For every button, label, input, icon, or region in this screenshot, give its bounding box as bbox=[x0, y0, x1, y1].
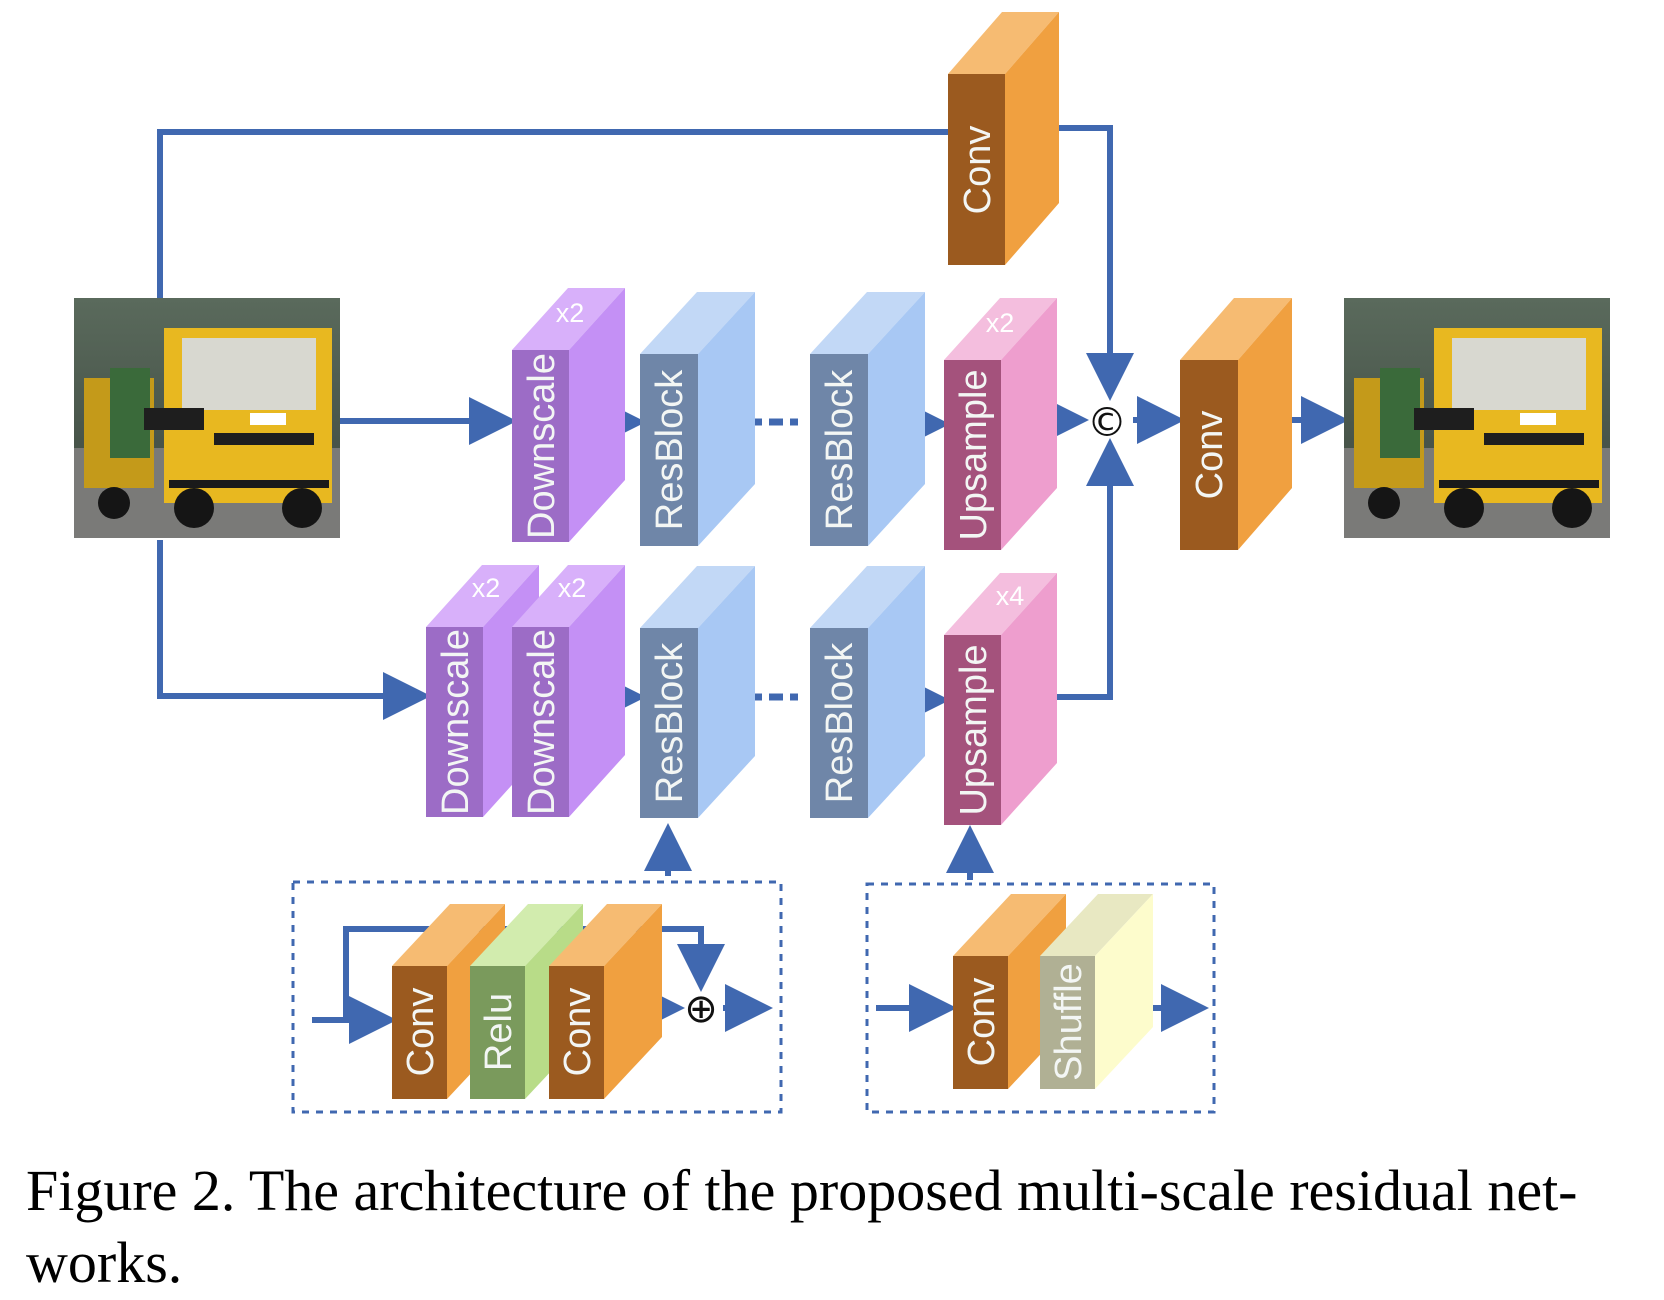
upsample-label-mid: Upsample bbox=[953, 369, 995, 540]
detail-conv-label-3: Conv bbox=[961, 978, 1003, 1067]
multiplier-mid-upsample: x2 bbox=[986, 308, 1015, 338]
conv-block-top: Conv bbox=[948, 12, 1059, 265]
resblock-detail-box bbox=[291, 880, 783, 1114]
input-to-bottom-branch-arrow bbox=[157, 540, 431, 720]
downscale-label-bot-1: Downscale bbox=[435, 629, 477, 815]
multiplier-mid-downscale: x2 bbox=[556, 298, 585, 328]
figure-caption: Figure 2. The architecture of the propos… bbox=[26, 1158, 1578, 1295]
detail-shuffle-label: Shuffle bbox=[1048, 963, 1090, 1081]
upsample-detail-box bbox=[865, 882, 1216, 1114]
detail-relu-label: Relu bbox=[478, 993, 520, 1071]
detail-conv-block-2: Conv bbox=[549, 904, 662, 1099]
upsample-block-bot: Upsample x4 bbox=[944, 573, 1057, 825]
multiplier-bot-upsample: x4 bbox=[996, 581, 1025, 611]
resblock-block-mid-1: ResBlock bbox=[640, 292, 755, 546]
downscale-block-bot-1: Downscale x2 bbox=[426, 565, 539, 817]
skip-arrow-top bbox=[157, 129, 948, 303]
detail-shuffle-block: Shuffle bbox=[1040, 894, 1153, 1089]
conv-label-final: Conv bbox=[1189, 411, 1231, 500]
resblock-block-bot-1: ResBlock bbox=[640, 566, 755, 818]
add-symbol: ⊕ bbox=[684, 986, 718, 1032]
resblock-label-mid-2: ResBlock bbox=[819, 369, 861, 530]
downscale-block-bot-2: Downscale x2 bbox=[512, 565, 625, 817]
concat-symbol: © bbox=[1087, 400, 1127, 446]
detail-conv-block-3: Conv bbox=[953, 894, 1066, 1089]
downscale-label-bot-2: Downscale bbox=[521, 629, 563, 815]
resblock-label-bot-2: ResBlock bbox=[819, 642, 861, 803]
input-image bbox=[74, 298, 340, 538]
resblock-label-bot-1: ResBlock bbox=[649, 642, 691, 803]
detail-conv-label-1: Conv bbox=[400, 988, 442, 1077]
upsample4-to-concat-arrow bbox=[1033, 438, 1134, 700]
resblock-label-mid-1: ResBlock bbox=[649, 369, 691, 530]
resblock-block-mid-2: ResBlock bbox=[810, 292, 925, 546]
output-image bbox=[1344, 298, 1610, 538]
downscale-block-mid: Downscale x2 bbox=[512, 288, 625, 542]
architecture-diagram: Conv Downscale x2 ResBlock ResBlock Upsa… bbox=[74, 12, 1610, 1114]
resblock-block-bot-2: ResBlock bbox=[810, 566, 925, 818]
detail-conv-label-2: Conv bbox=[557, 988, 599, 1077]
multiplier-bot-downscale-1: x2 bbox=[472, 573, 501, 603]
upsample-label-bot: Upsample bbox=[953, 644, 995, 815]
conv-block-final: Conv bbox=[1180, 298, 1292, 550]
multiplier-bot-downscale-2: x2 bbox=[558, 573, 587, 603]
conv-label-top: Conv bbox=[957, 126, 999, 215]
upsample-block-mid: Upsample x2 bbox=[944, 298, 1057, 550]
downscale-label-mid: Downscale bbox=[521, 353, 563, 539]
